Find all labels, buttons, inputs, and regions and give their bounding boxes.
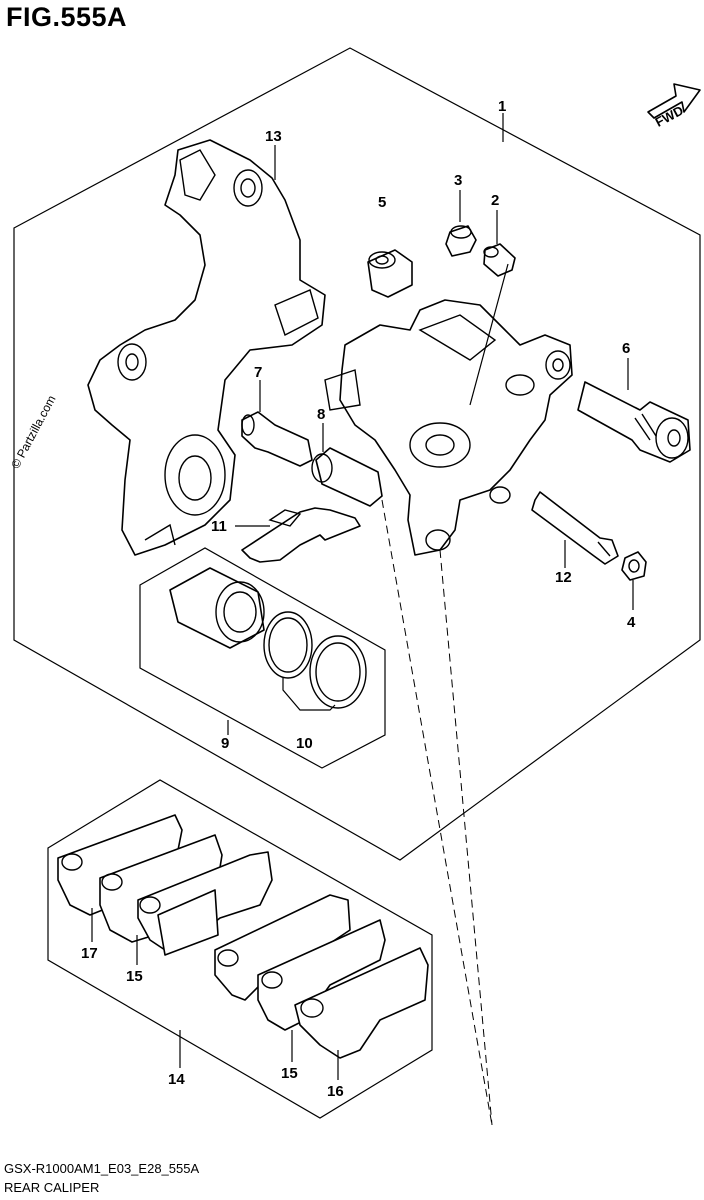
callout-label: 2 — [491, 192, 499, 209]
diagram-code: GSX-R1000AM1_E03_E28_555A — [4, 1161, 200, 1176]
boot-part — [367, 249, 413, 298]
caliper-body-part — [324, 299, 573, 556]
piston-part — [169, 567, 265, 649]
callout-label: 5 — [378, 194, 386, 211]
callout-label: 15 — [126, 968, 143, 985]
projection-line — [381, 499, 493, 1126]
callout-label: 14 — [168, 1071, 185, 1088]
nut-part — [621, 551, 647, 581]
fwd-arrow-icon: FWD — [647, 83, 701, 130]
callout-label: 13 — [265, 128, 282, 145]
callout-label: 7 — [254, 364, 262, 381]
sleeve-part — [311, 447, 383, 507]
callout-label: 10 — [296, 735, 313, 752]
callout-label: 4 — [627, 614, 636, 631]
callout-label: 1 — [498, 98, 506, 115]
callout-label: 9 — [221, 735, 229, 752]
projection-line — [439, 549, 493, 1126]
caliper-bracket-part — [87, 139, 326, 556]
callout-label: 3 — [454, 172, 462, 189]
diagram-name: REAR CALIPER — [4, 1180, 100, 1195]
piston-kit-frame — [139, 547, 386, 769]
callout-label: 15 — [281, 1065, 298, 1082]
guide-pin-part — [531, 491, 619, 565]
callout-label: 6 — [622, 340, 630, 357]
slide-pin-part — [577, 381, 691, 463]
brake-pad-set-frame — [47, 779, 433, 1119]
callout-label: 17 — [81, 945, 98, 962]
brake-pad-part — [137, 851, 273, 956]
callout-label: 16 — [327, 1083, 344, 1100]
assembly-frame — [13, 47, 701, 861]
bleeder-valve-part — [469, 243, 516, 406]
pad-spring-part — [241, 507, 361, 563]
callout-label: 8 — [317, 406, 325, 423]
callout-label: 11 — [211, 518, 227, 535]
pin-part — [241, 411, 313, 467]
callout-label: 12 — [555, 569, 572, 586]
piston-seal-part — [263, 611, 367, 711]
figure-title: FIG.555A — [6, 2, 128, 32]
cap-part — [445, 225, 477, 257]
pad-plate-part — [294, 947, 429, 1059]
